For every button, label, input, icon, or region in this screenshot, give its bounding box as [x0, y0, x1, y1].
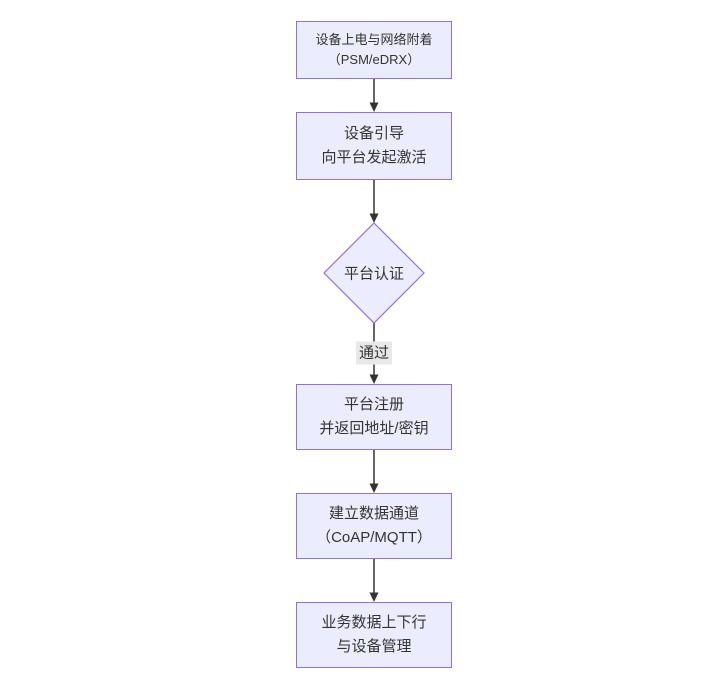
edge-channel-to-business — [369, 559, 379, 602]
arrowhead-icon — [369, 483, 379, 493]
arrowhead-icon — [369, 213, 379, 223]
node-label-line: （PSM/eDRX） — [327, 52, 421, 67]
node-data-channel: 建立数据通道 （CoAP/MQTT） — [296, 493, 452, 559]
node-platform-auth-shape — [323, 222, 425, 324]
node-label-line: 业务数据上下行 — [321, 614, 427, 631]
node-label-line: 向平台发起激活 — [321, 149, 427, 166]
node-label-line: 建立数据通道 — [328, 505, 419, 522]
node-power-network-attach: 设备上电与网络附着 （PSM/eDRX） — [296, 21, 452, 79]
node-label-line: 平台注册 — [343, 396, 404, 413]
node-device-bootstrap: 设备引导 向平台发起激活 — [296, 112, 452, 180]
node-label-line: 并返回地址/密钥 — [319, 420, 429, 437]
node-label-line: 设备上电与网络附着 — [315, 32, 433, 47]
node-platform-auth-label: 平台认证 — [343, 265, 405, 283]
edge-label-pass: 通过 — [355, 341, 393, 365]
arrowhead-icon — [369, 592, 379, 602]
node-platform-register: 平台注册 并返回地址/密钥 — [296, 384, 452, 450]
node-label-line: 设备引导 — [343, 125, 404, 142]
edge-bootstrap-to-auth — [369, 180, 379, 223]
arrowhead-icon — [369, 374, 379, 384]
node-business-data: 业务数据上下行 与设备管理 — [296, 602, 452, 668]
arrowhead-icon — [369, 102, 379, 112]
edge-register-to-channel — [369, 450, 379, 493]
node-label-line: 与设备管理 — [336, 638, 412, 655]
edge-power-to-bootstrap — [369, 79, 379, 112]
node-label-line: （CoAP/MQTT） — [316, 529, 432, 546]
